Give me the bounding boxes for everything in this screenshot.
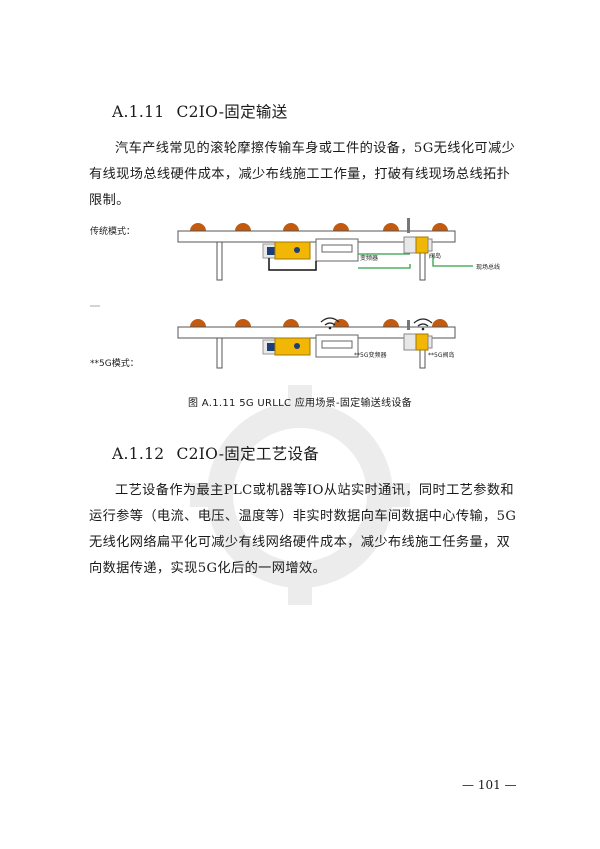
valve-island-label: 阀岛 xyxy=(429,253,442,260)
fieldbus-label: 现场总线 xyxy=(476,264,501,271)
fieldbus-cable xyxy=(358,264,411,269)
valve-module xyxy=(415,236,429,254)
rollers-top xyxy=(190,223,448,231)
valve-module xyxy=(415,333,429,351)
paragraph-text: 工艺设备作为最主PLC或机器等IO从站实时通讯，同时工艺参数和运行参等（电流、电… xyxy=(89,483,517,576)
paragraph-text: 汽车产线常见的滚轮摩擦传输车身或工件的设备，5G无线化可减少有线现场总线硬件成本… xyxy=(89,141,516,208)
valve-module xyxy=(427,238,433,252)
valve-module xyxy=(403,333,417,351)
conveyor-diagram-svg xyxy=(90,218,473,369)
motor-box xyxy=(274,337,311,356)
roller xyxy=(283,319,299,327)
fiveg-valve-island-label: **5G阀岛 xyxy=(428,352,455,359)
traditional-mode-label: 传统模式： xyxy=(90,227,136,237)
wireless-dot xyxy=(421,327,425,331)
motor-cable xyxy=(268,258,317,271)
roller xyxy=(190,223,206,231)
chip-icon xyxy=(267,343,275,351)
chip-icon xyxy=(267,247,275,255)
roller xyxy=(432,319,448,327)
traditional-conveyor xyxy=(177,218,473,281)
conveyor-diagram: 传统模式： **5G模式： 变频器 阀岛 现场总线 **5G变频器 **5G阀岛 xyxy=(88,210,528,380)
figure-caption: 图 A.1.11 5G URLLC 应用场景-固定输送线设备 xyxy=(188,398,412,409)
conveyor-leg xyxy=(216,241,223,281)
fiveg-vfd-label: **5G变频器 xyxy=(354,352,387,359)
watermark-gear-icon xyxy=(190,385,410,605)
wireless-signal-icon xyxy=(413,318,433,327)
valve-module xyxy=(427,335,433,349)
roller xyxy=(235,223,251,231)
antenna-pole xyxy=(407,320,410,330)
vfd-display xyxy=(321,244,353,253)
section-heading-a112: A.1.12 C2IO-固定工艺设备 xyxy=(112,442,319,464)
section-heading-a111: A.1.11 C2IO-固定输送 xyxy=(112,100,288,122)
motor-shaft-icon xyxy=(294,247,300,253)
fiveg-vfd-display xyxy=(321,340,353,349)
fiveg-mode-label: **5G模式： xyxy=(90,359,139,369)
fieldbus-cable xyxy=(432,255,473,267)
section-title: C2IO-固定输送 xyxy=(176,103,288,121)
wireless-signal-icon xyxy=(320,317,340,326)
motor-box xyxy=(274,241,311,260)
antenna-pole xyxy=(407,218,410,233)
roller xyxy=(383,223,399,231)
valve-module xyxy=(403,236,417,254)
motor-shaft-icon xyxy=(294,343,300,349)
roller xyxy=(283,223,299,231)
conveyor-leg xyxy=(216,337,223,369)
wireless-dot xyxy=(328,326,332,330)
roller xyxy=(235,319,251,327)
roller xyxy=(333,319,349,327)
section-number: A.1.11 xyxy=(112,103,165,121)
roller xyxy=(383,319,399,327)
section-paragraph-a111: 汽车产线常见的滚轮摩擦传输车身或工件的设备，5G无线化可减少有线现场总线硬件成本… xyxy=(89,136,521,214)
section-paragraph-a112: 工艺设备作为最主PLC或机器等IO从站实时通讯，同时工艺参数和运行参等（电流、电… xyxy=(89,478,521,582)
fiveg-conveyor xyxy=(177,317,456,369)
page-number: — 101 — xyxy=(462,778,517,792)
section-title: C2IO-固定工艺设备 xyxy=(176,445,320,463)
section-number: A.1.12 xyxy=(112,445,165,463)
vfd-label: 变频器 xyxy=(360,255,379,262)
roller xyxy=(190,319,206,327)
roller xyxy=(333,223,349,231)
roller xyxy=(432,223,448,231)
